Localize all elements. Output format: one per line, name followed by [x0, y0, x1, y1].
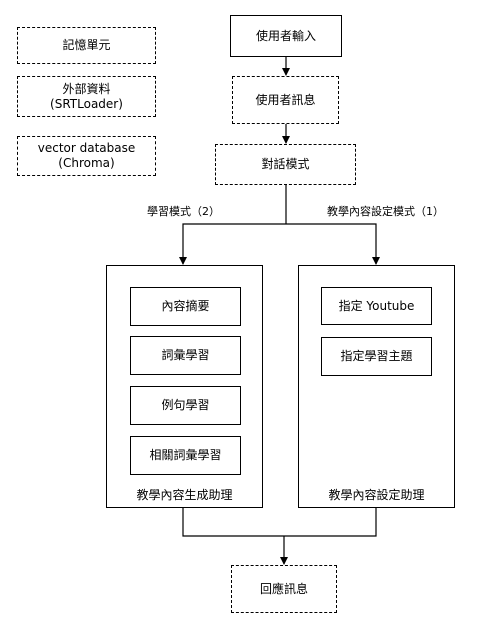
- user-input-node: 使用者輸入: [230, 15, 342, 57]
- assistant-item-label: 內容摘要: [161, 299, 210, 313]
- dialog-mode-label: 對話模式: [261, 157, 310, 171]
- setting-assistant-title: 教學內容設定助理: [328, 488, 425, 502]
- user-input-label: 使用者輸入: [255, 28, 316, 43]
- user-message-label: 使用者訊息: [255, 92, 316, 107]
- line-merge: [182, 508, 377, 537]
- assistant-item-label: 例句學習: [161, 398, 210, 412]
- assistant-item-example-sentences: 例句學習: [130, 386, 241, 425]
- assistant-item-related-vocabulary: 相關詞彙學習: [130, 436, 241, 475]
- legend-vector-sub: (Chroma): [58, 156, 115, 170]
- branch-label-learning-mode: 學習模式（2）: [147, 205, 220, 219]
- setting-item-label: 指定學習主題: [340, 349, 413, 363]
- branch-label-setting-mode: 教學內容設定模式（1）: [327, 205, 444, 219]
- arrow-to-learning-assistant: [179, 223, 286, 265]
- setting-assistant-container: 指定 Youtube 指定學習主題 教學內容設定助理: [298, 265, 455, 508]
- legend-external-data: 外部資料 (SRTLoader): [17, 76, 156, 117]
- legend-memory-label: 記憶單元: [62, 38, 111, 52]
- legend-external-label: 外部資料: [62, 81, 111, 96]
- setting-item-label: 指定 Youtube: [338, 298, 415, 313]
- response-message-label: 回應訊息: [259, 581, 308, 596]
- legend-memory-unit: 記憶單元: [17, 27, 156, 64]
- learning-assistant-title: 教學內容生成助理: [136, 488, 233, 502]
- assistant-item-vocabulary: 詞彙學習: [130, 336, 241, 375]
- response-message-node: 回應訊息: [231, 565, 337, 613]
- assistant-item-label: 詞彙學習: [161, 348, 210, 362]
- legend-external-sub: (SRTLoader): [50, 96, 123, 111]
- assistant-item-summary: 內容摘要: [130, 287, 241, 326]
- arrow-to-setting-assistant: [286, 223, 380, 265]
- legend-vector-database: vector database (Chroma): [17, 136, 156, 176]
- setting-item-youtube: 指定 Youtube: [321, 287, 432, 325]
- assistant-item-label: 相關詞彙學習: [149, 448, 222, 462]
- learning-assistant-container: 內容摘要 詞彙學習 例句學習 相關詞彙學習 教學內容生成助理: [106, 265, 263, 508]
- setting-item-topic: 指定學習主題: [321, 337, 432, 376]
- user-message-node: 使用者訊息: [232, 76, 339, 124]
- dialog-mode-node: 對話模式: [215, 144, 356, 185]
- legend-vector-label: vector database: [37, 141, 136, 155]
